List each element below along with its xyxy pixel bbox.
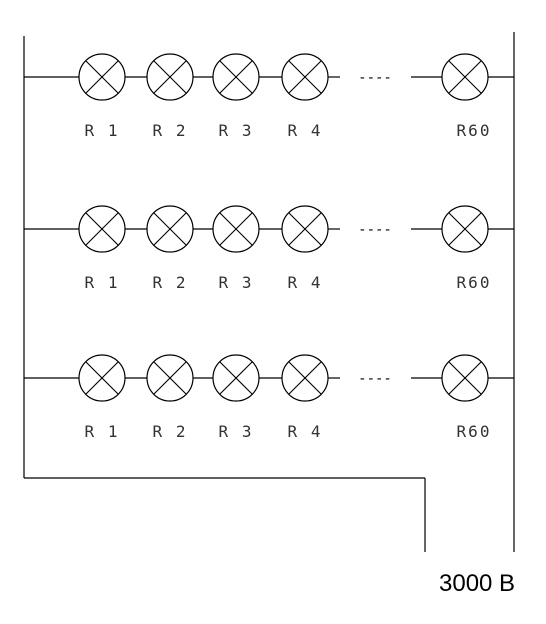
lamp-cross-line <box>288 212 322 246</box>
lamp-cross-line <box>153 212 187 246</box>
ellipsis-dashes: ---- <box>358 70 392 86</box>
lamp-cross-line <box>288 361 322 395</box>
lamp-label: R 3 <box>219 422 254 441</box>
lamp-icon <box>78 354 126 402</box>
lamp-icon <box>281 205 329 253</box>
lamp-icon <box>212 205 260 253</box>
lamp-label: R60 <box>457 422 492 441</box>
voltage-label: 3000 B <box>439 570 515 597</box>
lamp-cross-line <box>448 60 482 94</box>
lamp-icon <box>78 53 126 101</box>
lamp-icon <box>146 205 194 253</box>
lamp-row-3: ---- R 1 R 2 R 3 R 4 R60 <box>24 354 514 441</box>
lamp-label: R 3 <box>219 273 254 292</box>
lamp-label: R60 <box>457 121 492 140</box>
lamp-icon <box>146 354 194 402</box>
lamp-label: R 2 <box>153 422 188 441</box>
lamp-cross-line <box>85 361 119 395</box>
lamp-cross-line <box>153 60 187 94</box>
ellipsis-dashes: ---- <box>358 222 392 238</box>
lamp-row-2: ---- R 1 R 2 R 3 R 4 R60 <box>24 205 514 292</box>
lamp-cross-line <box>219 361 253 395</box>
lamp-icon <box>441 53 489 101</box>
lamp-icon <box>441 354 489 402</box>
lamp-cross-line <box>153 361 187 395</box>
lamp-label: R 1 <box>85 273 120 292</box>
ellipsis-dashes: ---- <box>358 371 392 387</box>
lamp-label: R 1 <box>85 121 120 140</box>
lamp-label: R 4 <box>288 422 323 441</box>
lamp-label: R 2 <box>153 273 188 292</box>
lamp-icon <box>212 53 260 101</box>
lamp-cross-line <box>219 60 253 94</box>
lamp-label: R 2 <box>153 121 188 140</box>
lamp-cross-line <box>85 60 119 94</box>
lamp-icon <box>281 354 329 402</box>
lamp-row-1: ---- R 1 R 2 R 3 R 4 R60 <box>24 53 514 140</box>
lamp-cross-line <box>85 212 119 246</box>
lamp-icon <box>441 205 489 253</box>
lamp-label: R 4 <box>288 121 323 140</box>
lamp-label: R 3 <box>219 121 254 140</box>
lamp-label: R 1 <box>85 422 120 441</box>
lamp-cross-line <box>448 361 482 395</box>
lamp-icon <box>281 53 329 101</box>
lamp-cross-line <box>448 212 482 246</box>
lamp-cross-line <box>219 212 253 246</box>
lamp-cross-line <box>288 60 322 94</box>
lamp-label: R 4 <box>288 273 323 292</box>
lamp-icon <box>78 205 126 253</box>
lamp-icon <box>146 53 194 101</box>
lamp-label: R60 <box>457 273 492 292</box>
lamp-icon <box>212 354 260 402</box>
